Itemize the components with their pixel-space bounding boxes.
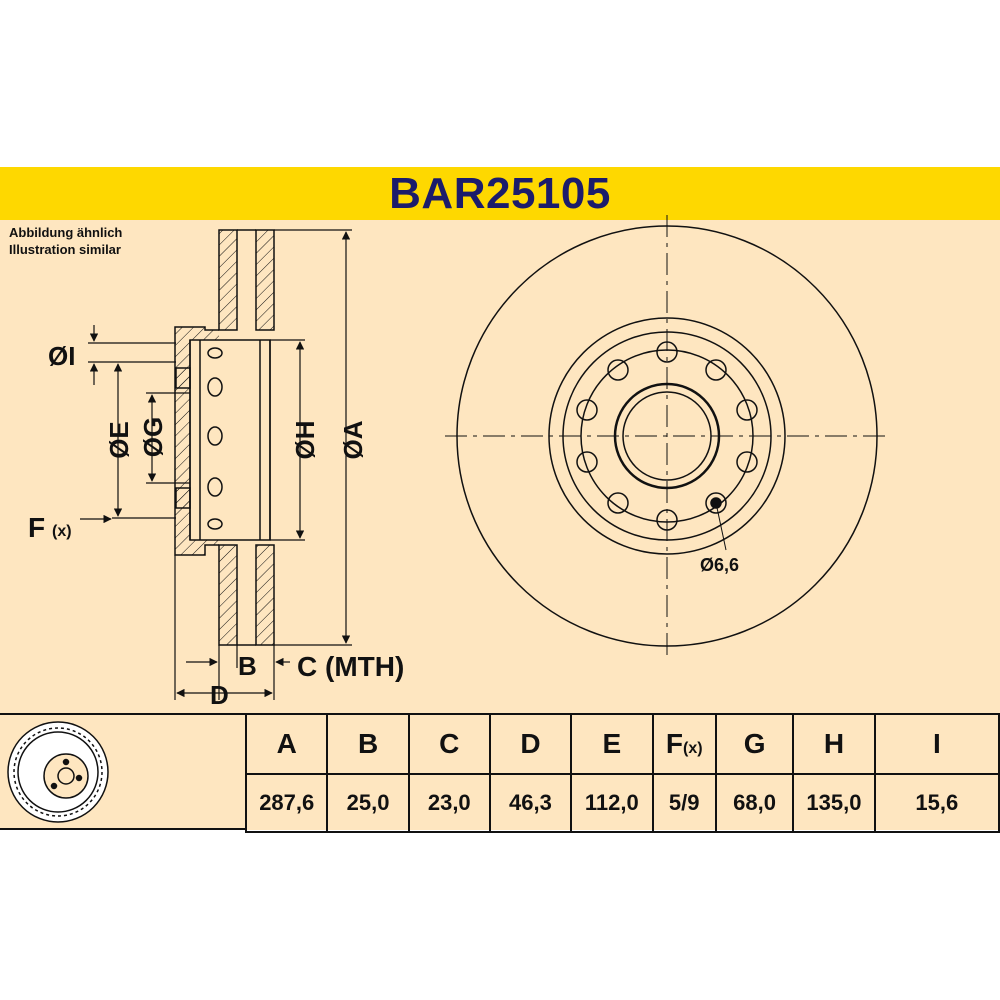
value-f: 5/9 <box>651 773 717 833</box>
label-f: F <box>28 512 45 543</box>
header-b: B <box>326 713 410 775</box>
header-g: G <box>714 713 795 775</box>
value-g: 68,0 <box>714 773 795 833</box>
header-a: A <box>244 713 329 775</box>
table-value-row: 287,6 25,0 23,0 46,3 112,0 5/9 68,0 135,… <box>244 773 1000 833</box>
value-i: 15,6 <box>873 773 1000 833</box>
value-c: 23,0 <box>407 773 491 833</box>
label-dia-a: ØA <box>338 420 368 459</box>
brake-disc-thumbnail-icon <box>7 721 109 823</box>
header-d: D <box>488 713 573 775</box>
label-hole-diameter: Ø6,6 <box>700 555 739 575</box>
label-b: B <box>238 651 257 681</box>
header-e: E <box>570 713 654 775</box>
label-f-x: (x) <box>52 523 72 540</box>
header-h: H <box>792 713 876 775</box>
value-d: 46,3 <box>488 773 573 833</box>
note-line-german: Abbildung ähnlich <box>9 225 123 240</box>
label-dia-g: ØG <box>138 417 168 457</box>
value-a: 287,6 <box>244 773 329 833</box>
header-f: F(x) <box>651 713 717 775</box>
dimension-lines <box>80 229 352 700</box>
label-dia-e: ØE <box>104 421 134 459</box>
side-section-view <box>174 229 275 646</box>
table-header-row: A B C D E F(x) G H I <box>244 713 1000 775</box>
value-e: 112,0 <box>570 773 654 833</box>
value-h: 135,0 <box>792 773 876 833</box>
value-b: 25,0 <box>326 773 410 833</box>
dimension-labels: ØA ØH ØE ØG ØI F (x) B C (MTH) D <box>28 341 404 710</box>
front-view <box>445 215 890 658</box>
header-i: I <box>873 713 1000 775</box>
thumbnail-cell <box>0 713 245 830</box>
label-dia-i: ØI <box>48 341 75 371</box>
header-c: C <box>407 713 491 775</box>
label-d: D <box>210 680 229 710</box>
spec-table: A B C D E F(x) G H I 287,6 25,0 23,0 46,… <box>244 713 1000 833</box>
label-dia-h: ØH <box>290 421 320 460</box>
part-number-title: BAR25105 <box>389 168 611 218</box>
title-bar: BAR25105 <box>0 167 1000 220</box>
bolt-hole-circle <box>576 341 758 531</box>
note-line-english: Illustration similar <box>9 242 121 257</box>
illustration-note: Abbildung ähnlich Illustration similar <box>9 224 122 258</box>
label-c-mth: C (MTH) <box>297 651 404 682</box>
